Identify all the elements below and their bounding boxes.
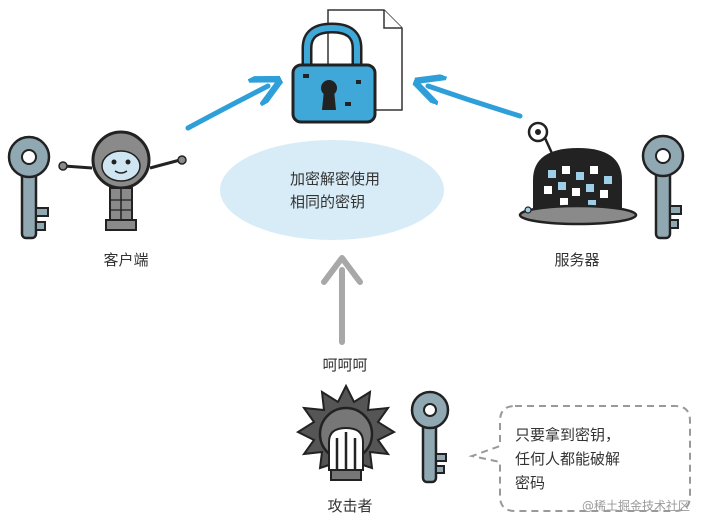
server-robot-icon [518,121,638,226]
attacker-label: 攻击者 [327,497,372,515]
server-arrow [428,86,523,119]
attacker-laugh: 呵呵呵 [322,356,367,374]
client-label: 客户端 [103,251,148,269]
center-text-line-2: 相同的密钥 [290,193,365,211]
robot-icon [58,130,187,231]
padlock-document-icon [291,9,403,124]
bubble-text-line-3: 密码 [515,474,545,492]
attacker-arrow-head [321,255,363,285]
bubble-text-line-1: 只要拿到密钥， [515,426,620,444]
center-text-line-1: 加密解密使用 [290,170,380,188]
center-ellipse [220,140,444,240]
key-icon [641,134,685,240]
client-arrow [185,86,268,131]
server-label: 服务器 [554,251,599,269]
speech-bubble [468,405,691,512]
key-icon [7,135,51,240]
spiky-attacker-icon [295,383,397,481]
watermark: @稀土掘金技术社区 [582,498,690,513]
bubble-text-line-2: 任何人都能破解 [515,450,620,468]
key-icon [410,390,450,484]
